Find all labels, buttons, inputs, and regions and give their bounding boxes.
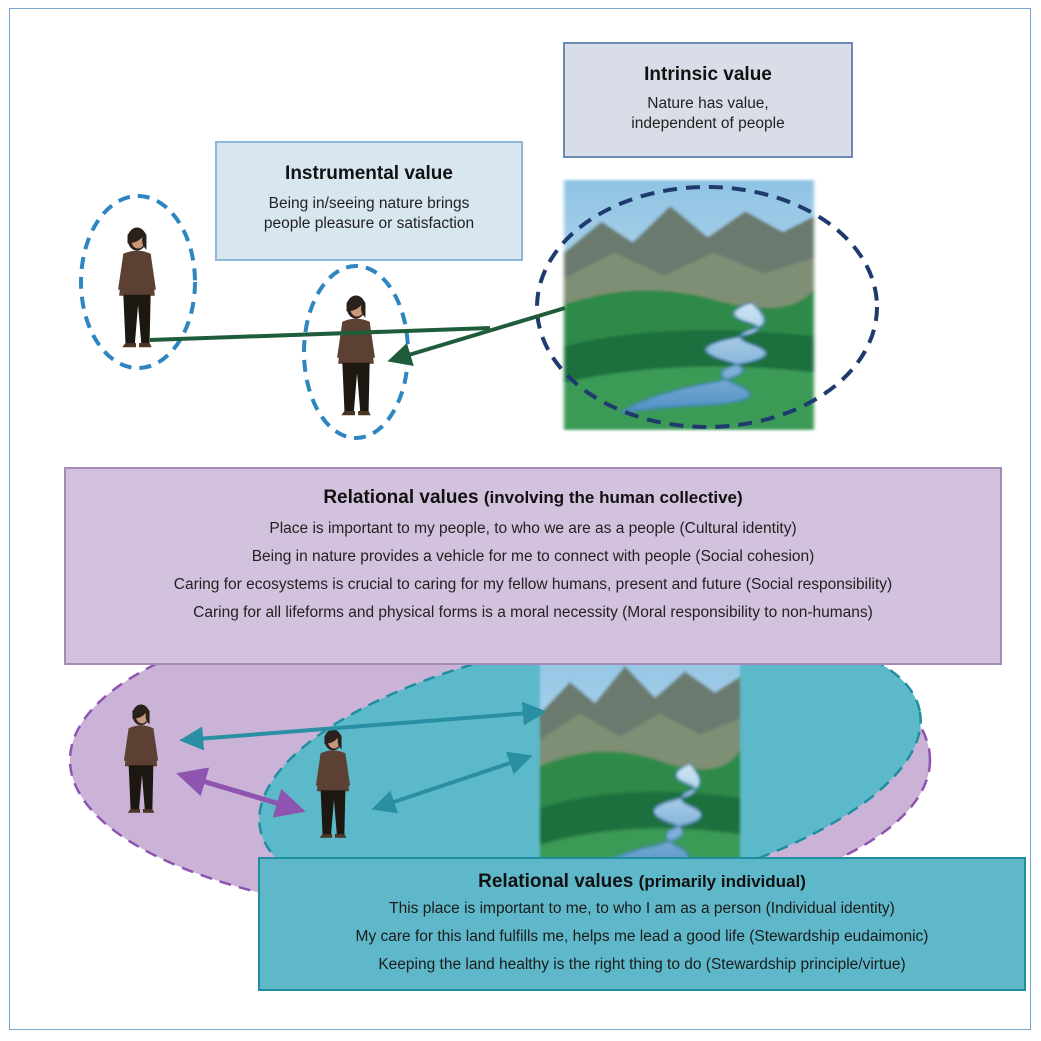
instrumental-value-box: Instrumental value Being in/seeing natur…	[215, 141, 523, 261]
arrow-nature-to-mid	[387, 306, 566, 366]
person-mid-icon	[337, 295, 375, 416]
relational-collective-box: Relational values (involving the human c…	[64, 467, 1002, 665]
person-left-icon	[118, 227, 156, 348]
intrinsic-value-line: independent of people	[631, 115, 785, 132]
nature-dashed-ellipse	[535, 185, 879, 429]
instrumental-value-line: people pleasure or satisfaction	[263, 215, 475, 232]
instrumental-value-line: Being in/seeing nature brings	[268, 195, 470, 212]
relational-individual-line: This place is important to me, to who I …	[389, 900, 895, 917]
relational-collective-title-sub: (involving the human collective)	[483, 488, 743, 507]
relational-collective-title: Relational values (involving the human c…	[66, 487, 1000, 509]
person-left-ellipse	[79, 194, 197, 370]
bottom-section	[68, 598, 932, 922]
figure-frame	[9, 8, 1031, 1030]
arrow-teal-mid-nature	[371, 751, 533, 814]
arrow-teal-left-nature	[179, 701, 547, 751]
relational-individual-line: My care for this land fulfills me, helps…	[355, 928, 929, 945]
arrow-left-to-mid	[149, 326, 491, 342]
relational-collective-line: Place is important to my people, to who …	[269, 520, 797, 537]
relational-collective-line: Caring for all lifeforms and physical fo…	[193, 604, 873, 621]
arrow-purple-left-mid	[176, 767, 306, 818]
relational-collective-title-main: Relational values	[323, 487, 479, 508]
landscape-image-top	[563, 179, 815, 431]
intrinsic-value-box: Intrinsic value Nature has value, indepe…	[563, 42, 853, 158]
relational-individual-title-main: Relational values	[478, 871, 634, 892]
relational-individual-line: Keeping the land healthy is the right th…	[378, 956, 906, 973]
intrinsic-value-line: Nature has value,	[647, 95, 769, 112]
landscape-image-bottom	[539, 639, 741, 893]
relational-individual-title-sub: (primarily individual)	[638, 872, 806, 891]
relational-individual-title: Relational values (primarily individual)	[260, 871, 1024, 893]
top-section	[79, 179, 879, 440]
intrinsic-value-title: Intrinsic value	[644, 64, 772, 85]
instrumental-value-title: Instrumental value	[285, 163, 453, 184]
relational-individual-box: Relational values (primarily individual)…	[258, 857, 1026, 991]
relational-collective-line: Being in nature provides a vehicle for m…	[251, 548, 815, 565]
relational-collective-line: Caring for ecosystems is crucial to cari…	[173, 576, 893, 593]
